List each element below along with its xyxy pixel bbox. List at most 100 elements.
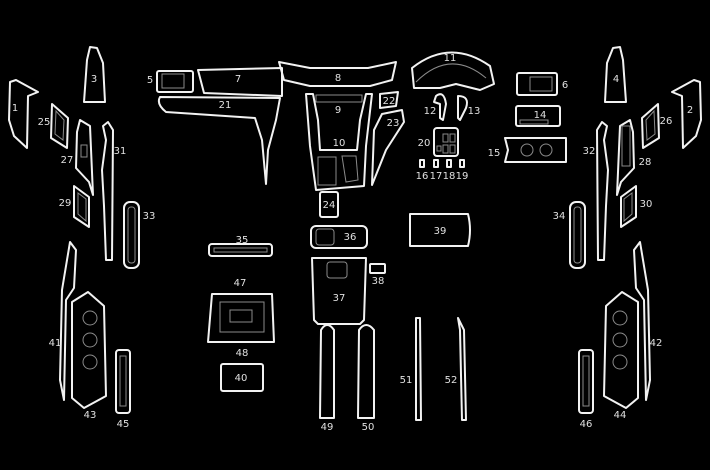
label-3: 3: [91, 74, 97, 85]
part-28-switch: [621, 125, 631, 167]
part-20-btn-1: [442, 133, 449, 143]
part-6: [516, 72, 558, 96]
part-47-display: [229, 309, 253, 323]
part-15: [504, 137, 567, 163]
label-39: 39: [434, 226, 447, 237]
part-27: [75, 119, 94, 196]
label-50: 50: [362, 422, 375, 433]
label-45: 45: [117, 419, 130, 430]
part-15-knob-1: [520, 143, 534, 157]
part-44: [603, 291, 639, 409]
part-24: [319, 191, 339, 218]
label-10: 10: [333, 138, 346, 149]
part-49: [319, 324, 335, 419]
part-1: [8, 79, 39, 149]
part-35: [208, 243, 273, 257]
part-36: [310, 225, 368, 249]
part-47-inner: [219, 301, 265, 333]
label-11: 11: [444, 53, 457, 64]
part-46-inner: [582, 355, 590, 407]
part-50: [357, 324, 375, 419]
part-40: [220, 363, 264, 392]
part-23: [371, 109, 405, 186]
part-47-48: [207, 293, 275, 343]
part-34: [569, 201, 586, 269]
part-52: [457, 317, 467, 421]
label-47: 47: [234, 278, 247, 289]
part-21: [157, 96, 281, 185]
part-5: [156, 70, 194, 93]
label-37: 37: [333, 293, 346, 304]
part-37-inner: [326, 261, 348, 279]
part-14-inner: [519, 119, 549, 125]
part-30: [620, 185, 637, 228]
label-18: 18: [443, 171, 456, 182]
label-51: 51: [400, 375, 413, 386]
part-20-btn-3: [442, 144, 449, 154]
label-35: 35: [236, 235, 249, 246]
label-29: 29: [59, 198, 72, 209]
label-34: 34: [553, 211, 566, 222]
label-1: 1: [12, 103, 18, 114]
label-15: 15: [488, 148, 501, 159]
label-36: 36: [344, 232, 357, 243]
label-8: 8: [335, 73, 341, 84]
part-11-inner: [415, 63, 487, 83]
part-36-inner: [315, 228, 335, 246]
part-39: [409, 213, 471, 247]
label-2: 2: [687, 105, 693, 116]
label-40: 40: [235, 373, 248, 384]
part-17: [433, 159, 439, 168]
part-31: [101, 121, 114, 261]
label-23: 23: [387, 118, 400, 129]
part-2: [671, 79, 702, 149]
part-11: [411, 51, 495, 91]
part-45-inner: [119, 355, 127, 407]
part-outlines: [8, 46, 702, 421]
label-17: 17: [430, 171, 443, 182]
label-42: 42: [650, 338, 663, 349]
part-16: [419, 159, 425, 168]
part-5-inner: [161, 73, 185, 89]
part-20-btn-2: [449, 133, 456, 143]
label-6: 6: [562, 80, 568, 91]
part-26: [641, 103, 660, 149]
label-26: 26: [660, 116, 673, 127]
part-9-inner: [315, 94, 363, 103]
part-37: [311, 257, 367, 325]
part-28: [616, 119, 635, 196]
label-32: 32: [583, 146, 596, 157]
label-25: 25: [38, 117, 51, 128]
part-14: [515, 105, 561, 127]
part-18: [446, 159, 452, 168]
part-34-inner: [573, 206, 582, 264]
label-20: 20: [418, 138, 431, 149]
label-9: 9: [335, 105, 341, 116]
part-19: [459, 159, 465, 168]
part-3: [83, 46, 106, 103]
label-43: 43: [84, 410, 97, 421]
part-29: [73, 185, 90, 228]
label-4: 4: [613, 74, 619, 85]
part-10-cup: [317, 156, 337, 186]
part-13: [457, 95, 468, 121]
label-12: 12: [424, 106, 437, 117]
part-4: [604, 46, 627, 103]
label-16: 16: [416, 171, 429, 182]
part-10-shifter: [341, 155, 359, 183]
part-43-hole-3: [82, 354, 98, 370]
part-labels: 1 2 3 4 5 6 7 8 9 10 11 12 13 14 15 16 1…: [12, 53, 693, 433]
part-33-inner: [127, 206, 136, 264]
label-44: 44: [614, 410, 627, 421]
part-27-switch: [80, 144, 88, 158]
part-8: [278, 61, 397, 87]
part-15-knob-2: [539, 143, 553, 157]
part-46: [578, 349, 594, 414]
label-21: 21: [219, 100, 232, 111]
label-24: 24: [323, 200, 336, 211]
part-7: [197, 67, 283, 97]
part-41: [59, 241, 77, 401]
label-31: 31: [114, 146, 127, 157]
label-49: 49: [321, 422, 334, 433]
